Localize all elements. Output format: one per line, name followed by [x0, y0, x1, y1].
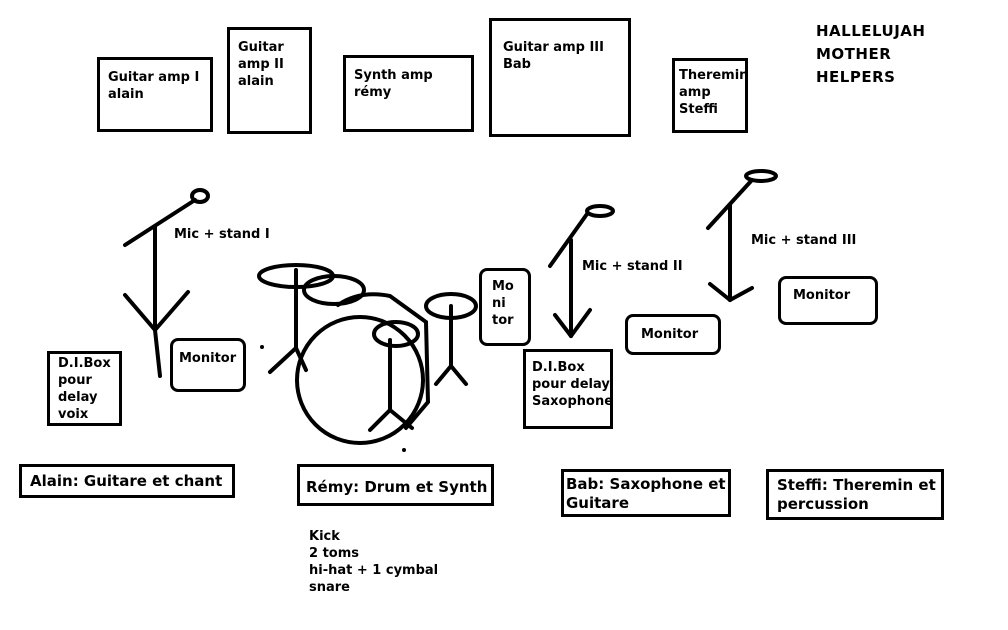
musician-steffi-label: Steffi: Theremin et percussion	[777, 476, 936, 513]
band-title: HALLELUJAH MOTHER HELPERS	[816, 22, 926, 86]
mic-stand-2-label: Mic + stand II	[582, 259, 683, 274]
mic-stand-1	[123, 188, 210, 378]
monitor-4-label: Monitor	[793, 288, 851, 303]
monitor-2-label: Mo ni tor	[492, 279, 514, 328]
guitar-amp-2: Guitar amp II alain	[227, 27, 312, 134]
guitar-amp-3-label: Guitar amp III Bab	[503, 40, 604, 72]
musician-bab-label: Bab: Saxophone et Guitare	[566, 475, 726, 512]
monitor-1-label: Monitor	[179, 351, 237, 366]
musician-remy: Rémy: Drum et Synth	[297, 464, 494, 506]
synth-amp-label: Synth amp rémy	[354, 68, 433, 100]
drum-kit	[257, 263, 478, 445]
musician-alain-label: Alain: Guitare et chant	[30, 472, 223, 490]
musician-steffi: Steffi: Theremin et percussion	[766, 469, 944, 520]
mic-stand-3-label: Mic + stand III	[751, 233, 857, 248]
drum-kit-list: Kick 2 toms hi-hat + 1 cymbal snare	[309, 529, 439, 595]
monitor-3-label: Monitor	[641, 327, 699, 342]
monitor-4: Monitor	[778, 276, 878, 325]
mic-stand-3	[706, 169, 778, 302]
di-box-saxophone-label: D.I.Box pour delay Saxophone	[532, 360, 614, 409]
musician-bab: Bab: Saxophone et Guitare	[561, 469, 731, 517]
monitor-3: Monitor	[625, 314, 721, 355]
mic-stand-2	[548, 204, 615, 338]
guitar-amp-1-label: Guitar amp I alain	[108, 70, 200, 102]
synth-amp: Synth amp rémy	[343, 55, 474, 132]
theremin-amp: Theremin amp Steffi	[672, 58, 748, 133]
di-box-saxophone: D.I.Box pour delay Saxophone	[523, 349, 613, 429]
musician-alain: Alain: Guitare et chant	[19, 464, 235, 498]
monitor-1: Monitor	[170, 338, 246, 392]
theremin-amp-label: Theremin amp Steffi	[679, 68, 749, 117]
monitor-2: Mo ni tor	[479, 268, 531, 346]
musician-remy-label: Rémy: Drum et Synth	[306, 478, 488, 496]
guitar-amp-3: Guitar amp III Bab	[489, 18, 631, 137]
drum-dots	[260, 345, 406, 452]
guitar-amp-1: Guitar amp I alain	[97, 57, 213, 132]
guitar-amp-2-label: Guitar amp II alain	[238, 40, 284, 89]
di-box-voix-label: D.I.Box pour delay voix	[58, 356, 111, 422]
mic-stand-1-label: Mic + stand I	[174, 227, 270, 242]
di-box-voix: D.I.Box pour delay voix	[47, 351, 122, 426]
